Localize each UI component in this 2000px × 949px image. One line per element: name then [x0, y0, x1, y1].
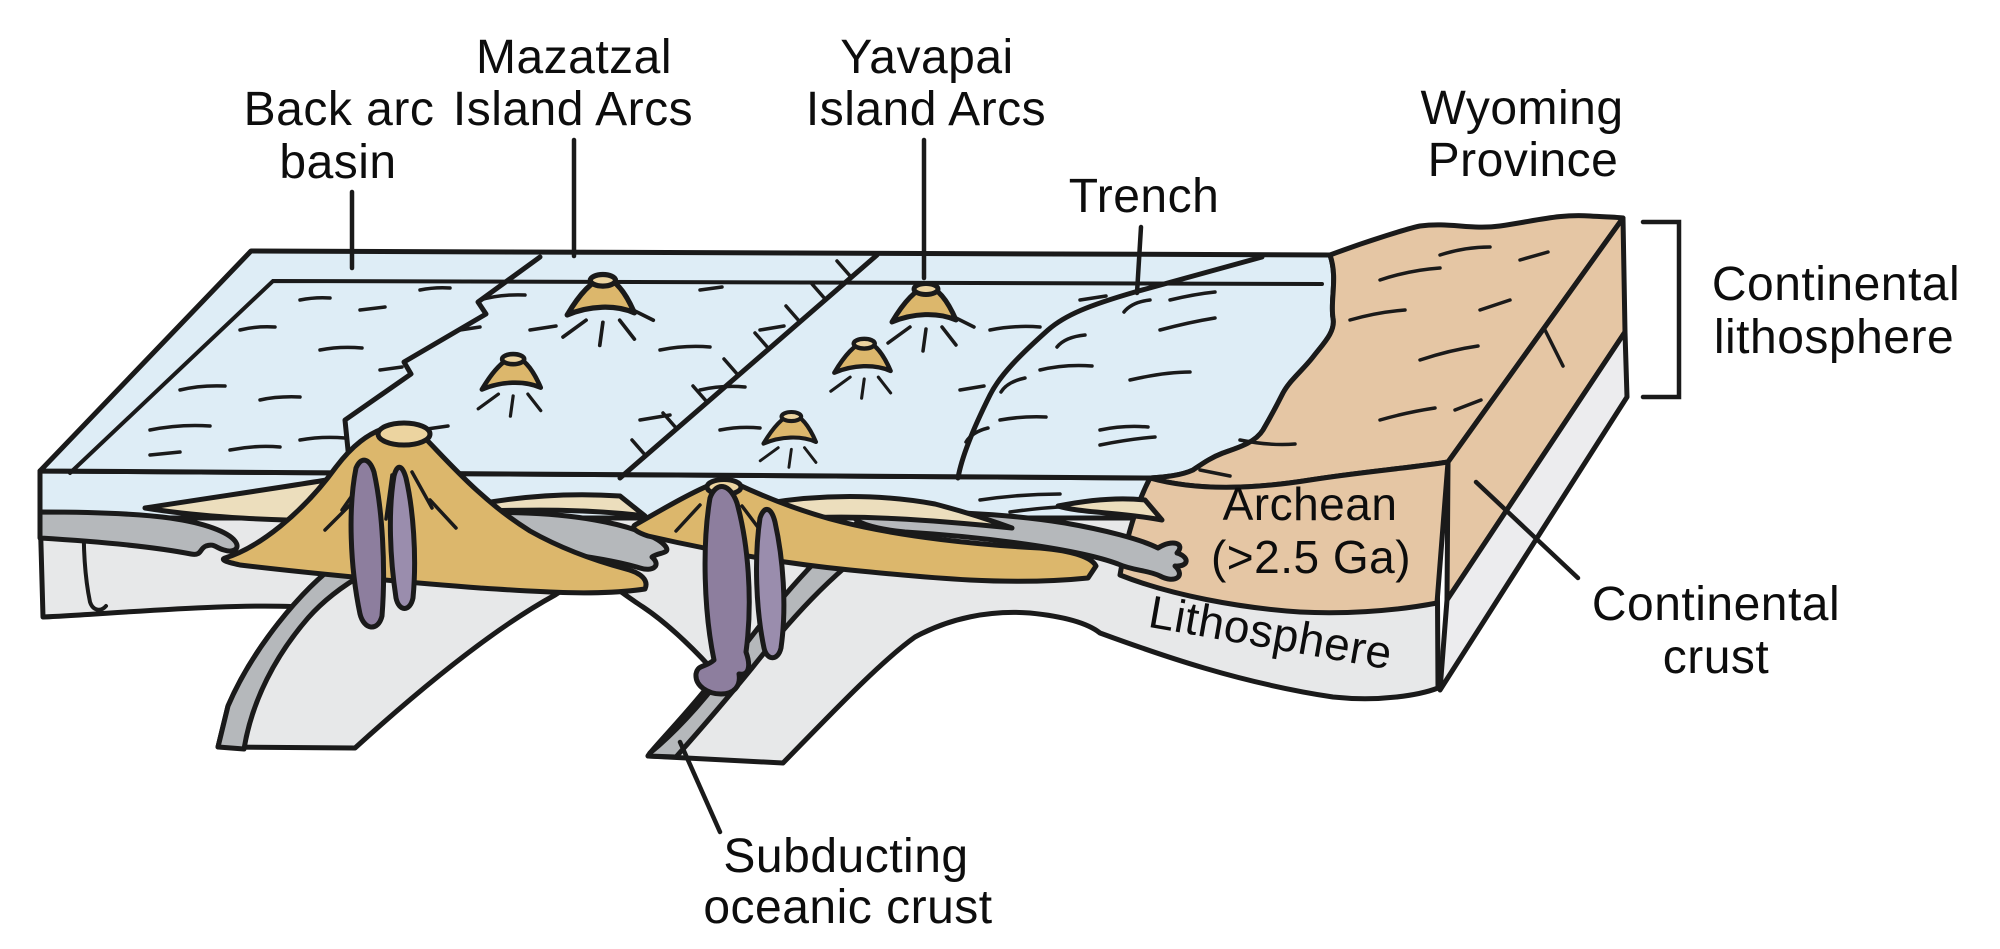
diapir-mazatzal-left: [348, 457, 387, 630]
back-arc-fracture-line: [342, 254, 543, 473]
volcano-glyph-yavapai-1: [886, 281, 976, 353]
volcano-glyph-yavapai-2: [829, 336, 893, 400]
label-yavapai-line2: Island Arcs: [806, 83, 1046, 136]
label-mazatzal-line1: Mazatzal: [476, 31, 672, 84]
trench-pointer: [1134, 224, 1144, 296]
continental-crust-pointer: [1473, 479, 1581, 581]
ocean-surface: [37, 248, 1337, 514]
magma-diapirs: [348, 457, 787, 697]
label-subducting-line1: Subducting: [723, 830, 968, 883]
label-subducting-line2: oceanic crust: [703, 881, 992, 934]
surface-rim-line: [68, 278, 1324, 475]
archean-front-face: [1117, 459, 1451, 616]
crust-tongue-right: [849, 509, 1189, 582]
subducting-pointer: [677, 739, 723, 835]
continental-lithosphere-bracket: [1640, 219, 1682, 400]
diapir-mazatzal-right: [387, 464, 418, 611]
label-cont-litho-line1: Continental: [1712, 258, 1960, 311]
volcano-glyph-mazatzal-2: [476, 351, 544, 418]
wyoming-province-block: [1117, 213, 1630, 693]
label-yavapai-line1: Yavapai: [840, 31, 1013, 84]
label-trench: Trench: [1069, 170, 1220, 223]
label-wyoming-line1: Wyoming: [1420, 82, 1623, 135]
label-cont-crust-line1: Continental: [1592, 578, 1840, 631]
wyoming-texture: [1198, 245, 1565, 478]
diapir-yavapai-right: [754, 507, 787, 661]
sediment-4: [1055, 496, 1165, 523]
label-archean-line1: Archean: [1223, 478, 1398, 530]
diapir-yavapai-left: [693, 484, 752, 697]
label-mazatzal-line2: Island Arcs: [453, 83, 693, 136]
label-cont-crust-line2: crust: [1663, 631, 1770, 684]
label-archean-line2: (>2.5 Ga): [1211, 531, 1411, 583]
label-back-arc-line1: Back arc: [244, 83, 435, 136]
mazatzal-summit-crater: [375, 420, 433, 448]
annotations: Back arc basin Mazatzal Island Arcs Yava…: [244, 31, 1960, 934]
label-cont-litho-line2: lithosphere: [1714, 311, 1954, 364]
crust-tongue-left: [37, 509, 240, 557]
volcano-glyph-yavapai-3: [758, 409, 819, 469]
seafloor-texture: [148, 285, 1217, 514]
volcano-glyph-mazatzal-1: [561, 271, 656, 348]
label-wyoming-line2: Province: [1428, 134, 1619, 187]
trench-hooks: [964, 298, 1152, 444]
label-back-arc-line2: basin: [279, 136, 396, 189]
arc-suture-line: [617, 252, 880, 481]
